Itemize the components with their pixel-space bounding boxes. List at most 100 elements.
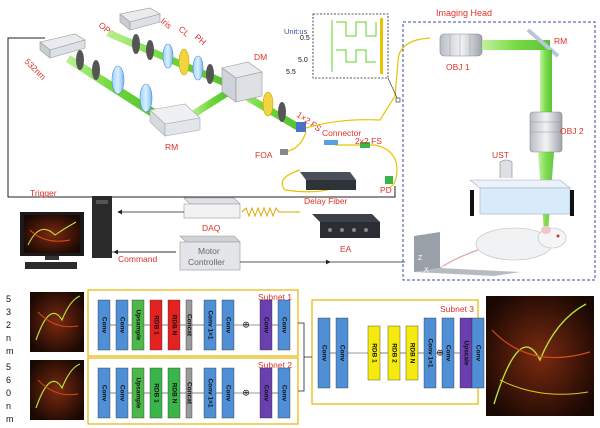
trigger-line — [7, 37, 396, 198]
subnet1-block-6-label: Conv 1×1 — [206, 310, 213, 339]
subnet2-title: Subnet 2 — [258, 360, 292, 370]
dm-cube — [221, 61, 263, 103]
subnet3-block-0-label: Conv — [320, 345, 327, 362]
wave-top-3: n — [6, 333, 11, 343]
subnet1-block-3-label: RDB 1 — [152, 315, 159, 335]
rm-head-label: RM — [554, 36, 567, 46]
fs12-device — [296, 122, 306, 132]
wave-top-4: m — [6, 346, 14, 356]
connector-label: Connector — [322, 128, 361, 138]
subnet2-block-9-label: Conv — [280, 385, 287, 402]
lens-group — [76, 34, 286, 122]
wave-bot-3: n — [6, 401, 11, 411]
subnet1-block-4-label: RDB N — [170, 315, 177, 336]
imaging-head-frame — [402, 21, 596, 281]
obj2 — [529, 111, 563, 153]
subnet1-block-2-label: Upsample — [134, 309, 141, 340]
subnet2-block-1-label: Conv — [118, 385, 125, 402]
subnet2-plus: ⊕ — [242, 389, 250, 399]
subnet3-plus: ⊕ — [436, 349, 444, 359]
ph-label: PH — [193, 32, 208, 47]
trigger-label: Trigger — [30, 188, 57, 198]
subnet3-block-4-label: RDB N — [408, 343, 415, 364]
water-tank — [469, 179, 574, 216]
subnet1-title: Subnet 1 — [258, 292, 292, 302]
subnet1-block-9-label: Conv — [280, 317, 287, 334]
fs22-device — [360, 142, 370, 148]
delay-fiber — [300, 172, 356, 190]
subnet3-block-6-label: Conv — [444, 345, 451, 362]
delay-fiber-label: Delay Fiber — [304, 196, 348, 206]
subnet3-block-7-label: Upscale — [462, 341, 469, 366]
subnet3-block-3-label: RDB 2 — [390, 343, 397, 363]
axis-x: X — [424, 267, 429, 274]
subnet2-block-6-label: Conv 1×1 — [206, 378, 213, 407]
inset-tick-0: 0.5 — [300, 35, 310, 42]
fiber-yellow — [305, 37, 431, 129]
subnet2-block-0-label: Conv — [100, 385, 107, 402]
daq-label: DAQ — [202, 223, 221, 233]
merge-lines — [298, 322, 312, 392]
network-diagram: 5 3 2 n m 5 6 0 n m Subnet 1 Subnet 2 Su… — [6, 289, 594, 425]
axis-y: Y — [440, 263, 445, 270]
subnet2-block-2-label: Upsample — [134, 377, 141, 408]
opo-box — [119, 7, 161, 31]
beam-head-horizontal — [482, 40, 550, 50]
subnet3-block-1-label: Conv — [338, 345, 345, 362]
subnet2-block-8-label: Conv — [262, 385, 269, 402]
daq-box — [183, 197, 241, 219]
subnet1-block-9 — [277, 299, 291, 351]
subnet1-block-7-label: Conv — [224, 317, 231, 334]
subnet3-block-8 — [471, 317, 485, 389]
pd-device — [385, 176, 393, 184]
rm-left-label: RM — [165, 142, 178, 152]
subnet3-block-2-label: RDB 1 — [370, 343, 377, 363]
wavelength-560: 5 6 0 n m — [6, 362, 14, 424]
subnet2-block-5-label: Concat — [185, 382, 192, 405]
fiber-loop — [281, 169, 341, 193]
inset-tick-1: 5.0 — [298, 57, 308, 64]
rm-left — [149, 103, 201, 137]
wave-top-1: 3 — [6, 307, 11, 317]
iris-label: Iris — [159, 16, 174, 31]
wave-bot-2: 0 — [6, 388, 11, 398]
subnet2-block-7-label: Conv — [224, 385, 231, 402]
subnet3-block-5-label: Conv 1×1 — [426, 338, 433, 367]
cl-label: CL — [177, 24, 192, 39]
computer — [20, 196, 112, 269]
pd-label: PD — [380, 185, 392, 195]
ea-label: EA — [340, 244, 352, 254]
fs22-label: 2x2 FS — [355, 136, 382, 146]
ea-box — [312, 214, 380, 238]
wave-bot-0: 5 — [6, 362, 11, 372]
fiber-delay — [335, 144, 398, 189]
subnet3-title: Subnet 3 — [440, 304, 474, 314]
axis-z: Z — [418, 255, 423, 262]
subnet1-block-5-label: Concat — [185, 314, 192, 337]
subnet1-plus: ⊕ — [242, 321, 250, 331]
input-image-532 — [30, 292, 84, 352]
motor-controller-box — [179, 235, 241, 271]
foa-label: FOA — [255, 150, 273, 160]
connector-device — [324, 140, 338, 145]
motor-label-2: Controller — [188, 257, 225, 267]
imaging-head-title: Imaging Head — [436, 8, 492, 18]
subnet1-block-8-label: Conv — [262, 317, 269, 334]
subnet1-block-0-label: Conv — [100, 317, 107, 334]
input-image-560 — [30, 360, 84, 420]
signal-wave — [241, 206, 300, 218]
inset-tick-2: 5.5 — [286, 69, 296, 76]
wave-top-2: 2 — [6, 320, 11, 330]
stage — [414, 232, 520, 276]
obj1 — [439, 33, 483, 57]
dm-label: DM — [254, 52, 267, 62]
laser-532nm — [39, 33, 86, 59]
ust-sensor — [499, 159, 513, 178]
ust-label: UST — [492, 150, 509, 160]
motor-label-1: Motor — [198, 246, 220, 256]
obj2-label: OBJ 2 — [560, 126, 584, 136]
wavelength-532: 5 3 2 n m — [6, 294, 14, 356]
inset-unit: Unit:us — [284, 27, 308, 36]
obj1-label: OBJ 1 — [446, 62, 470, 72]
